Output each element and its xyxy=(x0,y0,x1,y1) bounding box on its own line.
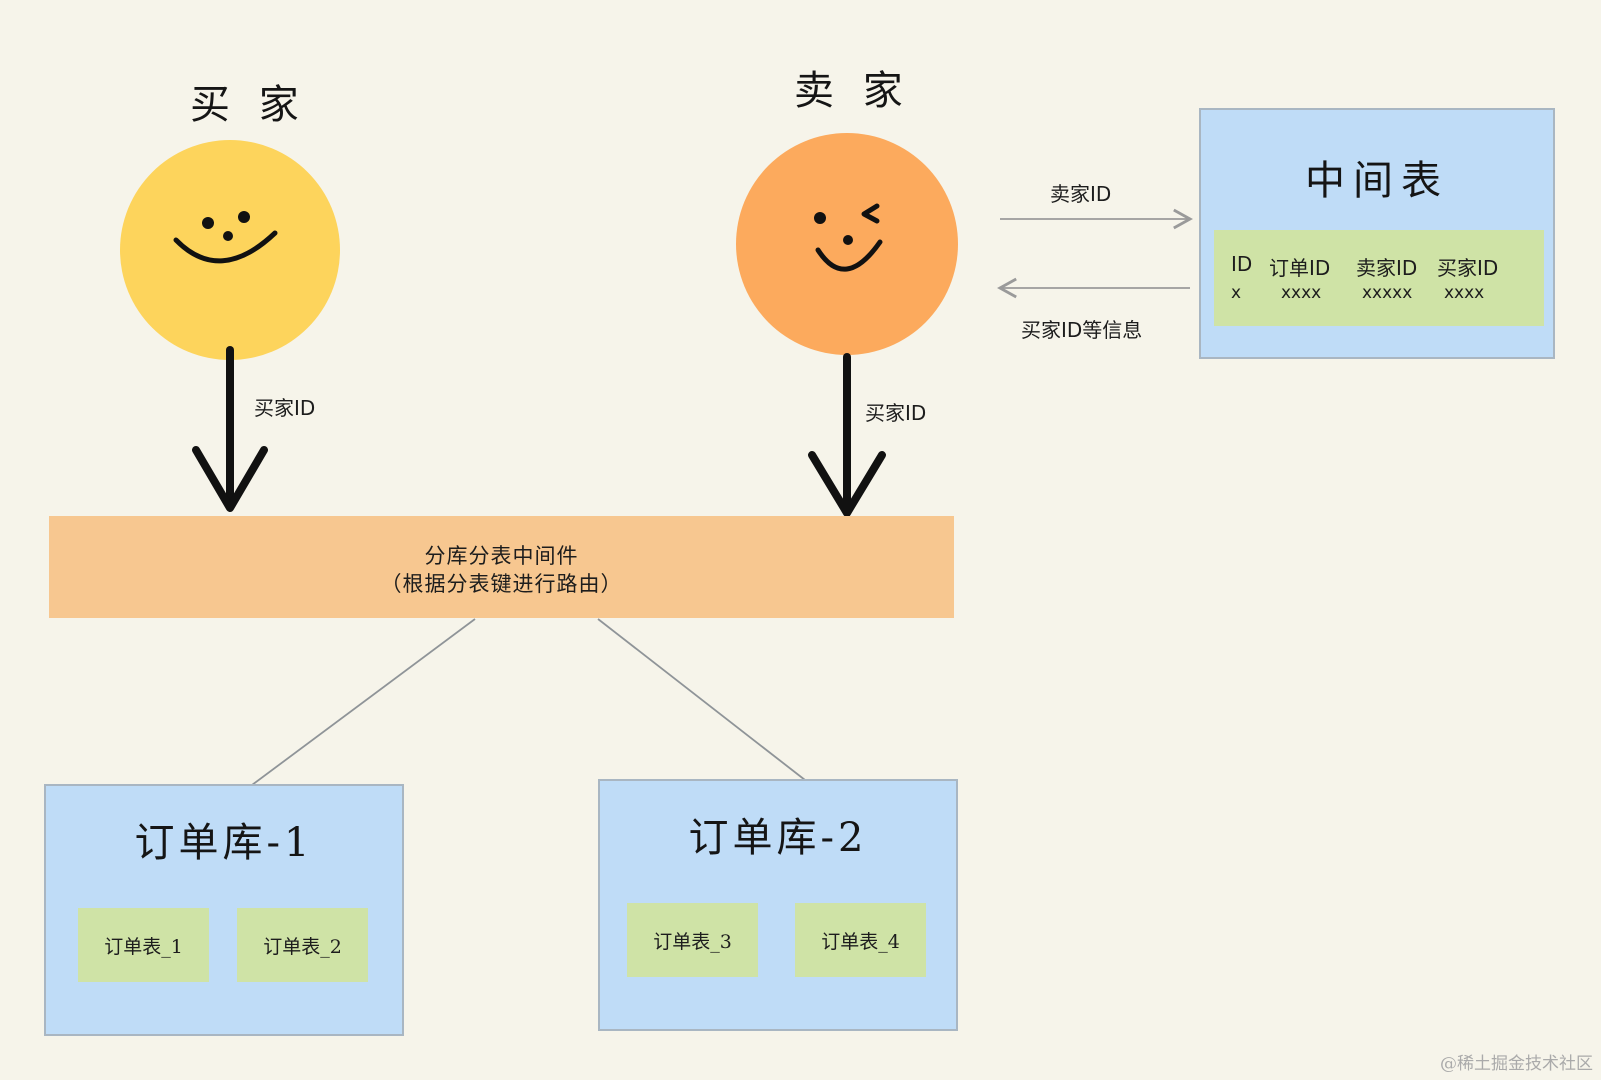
order-table-3: 订单表_3 xyxy=(627,903,758,977)
seller-down-arrow xyxy=(808,353,886,517)
order-db-2-title: 订单库-2 xyxy=(688,815,868,861)
mid-table-value-buyer-id: xxxx xyxy=(1444,283,1485,303)
order-table-4: 订单表_4 xyxy=(795,903,926,977)
mid-table-row-area: ID 订单ID 卖家ID 买家ID x xxxx xxxxx xxxx xyxy=(1214,230,1544,326)
seller-to-mid-label: 卖家ID xyxy=(1050,182,1112,206)
order-db-2-box: 订单库-2 订单表_3 订单表_4 xyxy=(598,779,958,1031)
sharding-middleware-subtitle: （根据分表键进行路由） xyxy=(380,572,623,596)
order-table-2: 订单表_2 xyxy=(237,908,368,982)
mid-table-header-id: ID xyxy=(1231,252,1253,276)
mid-table-title: 中间表 xyxy=(1305,158,1449,204)
buyer-down-arrow xyxy=(192,346,268,512)
mid-to-seller-label: 买家ID等信息 xyxy=(1021,318,1143,342)
sharding-middleware-title: 分库分表中间件 xyxy=(424,544,579,568)
watermark: @稀土掘金技术社区 xyxy=(1440,1054,1593,1074)
mid-table-header-order-id: 订单ID xyxy=(1269,256,1331,280)
mid-table-value-order-id: xxxx xyxy=(1281,283,1322,303)
order-table-1: 订单表_1 xyxy=(78,908,209,982)
buyer-down-arrow-label: 买家ID xyxy=(254,396,316,420)
seller-down-arrow-label: 买家ID xyxy=(865,401,927,425)
order-db-1-box: 订单库-1 订单表_1 订单表_2 xyxy=(44,784,404,1036)
seller-face-icon xyxy=(736,133,958,355)
mid-table-value-seller-id: xxxxx xyxy=(1362,283,1413,303)
seller-label: 卖 家 xyxy=(794,68,911,114)
order-db-1-title: 订单库-1 xyxy=(134,820,314,866)
buyer-label: 买 家 xyxy=(190,82,307,128)
sharding-middleware-box: 分库分表中间件 （根据分表键进行路由） xyxy=(49,516,954,618)
mid-table-value-id: x xyxy=(1231,283,1242,303)
router-to-db2-line xyxy=(597,618,806,781)
mid-table-header-buyer-id: 买家ID xyxy=(1437,256,1499,280)
mid-table-box: 中间表 ID 订单ID 卖家ID 买家ID x xxxx xxxxx xxxx xyxy=(1199,108,1555,359)
buyer-face-icon xyxy=(120,140,340,360)
router-to-db1-line xyxy=(251,618,476,786)
mid-table-header-seller-id: 卖家ID xyxy=(1356,256,1418,280)
